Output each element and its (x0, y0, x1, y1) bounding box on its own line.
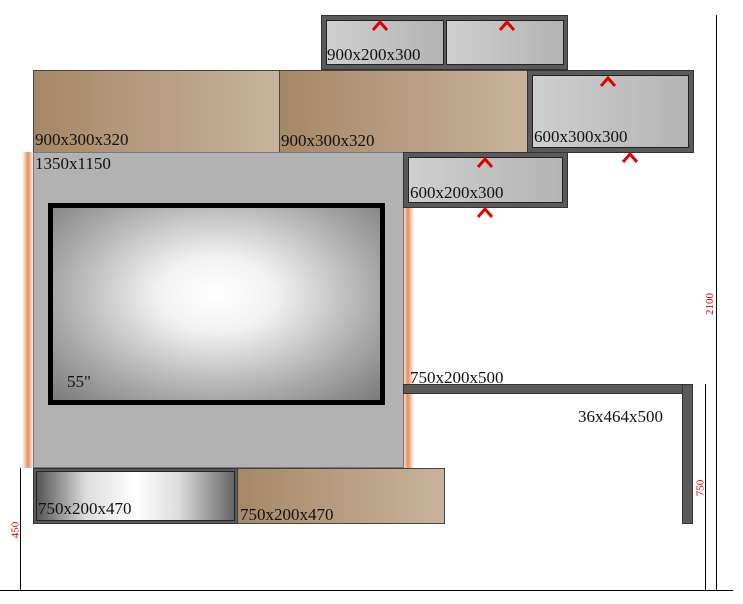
right-wall-cabinet-door[interactable] (532, 75, 689, 148)
led-glow-left (22, 152, 34, 468)
tv-size-label: 55" (67, 372, 91, 391)
top-wall-cabinet-label: 900x200x300 (327, 45, 421, 64)
top-wall-cabinet-right-door[interactable] (446, 20, 564, 65)
tv-screen[interactable] (48, 203, 385, 405)
lift-arrow-icon (372, 19, 388, 31)
shelf-leg-label: 36x464x500 (578, 407, 663, 426)
dimension-bottom-height: 450 (9, 521, 22, 539)
main-tv-panel-label: 1350x1150 (35, 154, 111, 173)
lift-arrow-icon (499, 19, 515, 31)
dimension-line-total (716, 15, 717, 590)
dimension-line-shelf (705, 384, 706, 590)
brown-panel-left[interactable] (33, 70, 280, 153)
brown-panel-right-label: 900x300x320 (281, 131, 375, 150)
bottom-cabinet-right-label: 750x200x470 (240, 505, 334, 524)
bottom-cabinet-left[interactable] (33, 468, 238, 524)
lift-arrow-icon (477, 156, 493, 168)
shelf-label: 750x200x500 (410, 368, 504, 387)
floor-line (0, 590, 733, 591)
brown-panel-left-label: 900x300x320 (35, 130, 129, 149)
lift-arrow-icon (600, 75, 616, 87)
right-wall-cabinet-label: 600x300x300 (534, 127, 628, 146)
bottom-cabinet-right[interactable] (237, 468, 445, 524)
brown-panel-right[interactable] (279, 70, 528, 153)
shelf-leg[interactable] (682, 384, 693, 524)
bottom-cabinet-left-door[interactable] (36, 471, 235, 521)
lift-arrow-icon (622, 151, 638, 163)
dimension-total-height: 2100 (704, 293, 716, 315)
led-glow-right (402, 207, 414, 468)
dimension-shelf-height: 750 (694, 479, 707, 497)
bottom-cabinet-left-label: 750x200x470 (38, 499, 132, 518)
dimension-line-bottom (20, 468, 21, 590)
right-wall-cabinet[interactable] (527, 70, 694, 153)
lift-arrow-icon (477, 206, 493, 218)
small-wall-cabinet-label: 600x200x300 (410, 183, 504, 202)
